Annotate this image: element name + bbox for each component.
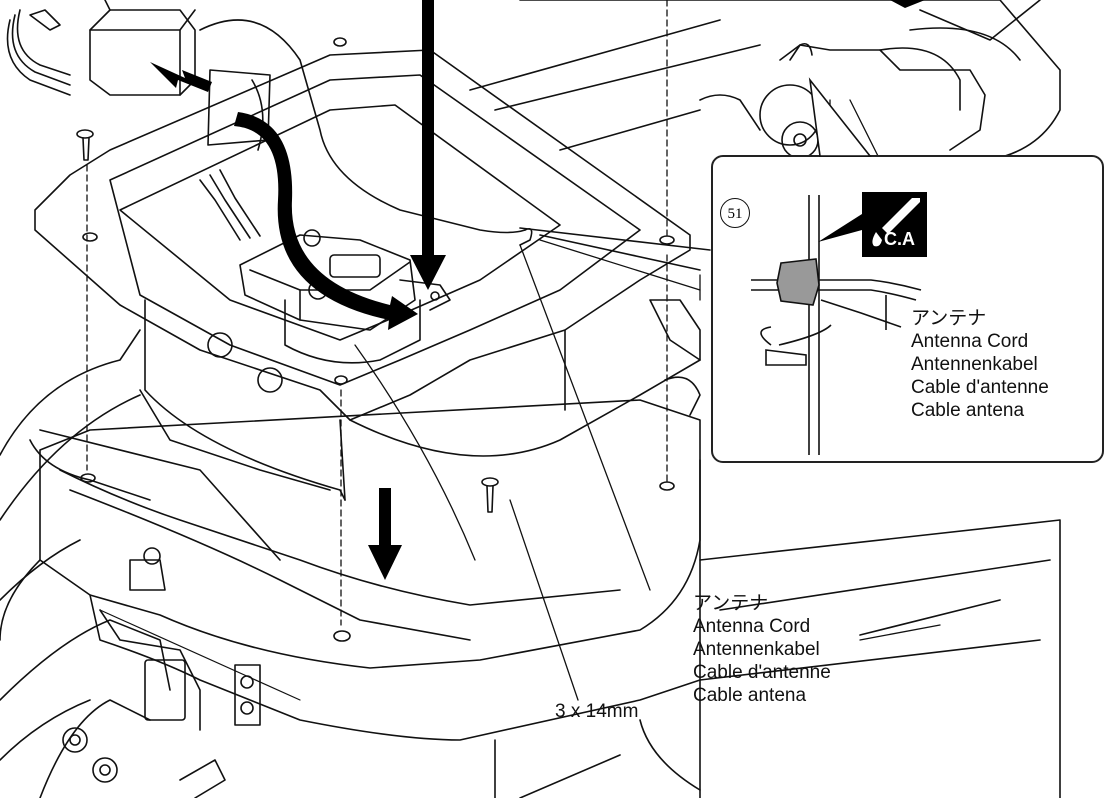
label-fr: Cable d'antenne xyxy=(693,662,831,683)
adhesive-icon xyxy=(872,198,920,247)
label-en: Antenna Cord xyxy=(693,616,811,637)
label-en: Antenna Cord xyxy=(911,331,1029,352)
receiver-box xyxy=(34,37,711,501)
label-jp: アンテナ xyxy=(693,593,769,614)
screw-center xyxy=(481,477,499,513)
chassis-plate xyxy=(39,399,701,741)
adhesive-badge xyxy=(862,192,927,257)
label-fr: Cable d'antenne xyxy=(911,377,1049,398)
antenna-label-main: アンテナ Antenna Cord Antennenkabel Cable d'… xyxy=(693,592,831,707)
callout-pointer xyxy=(808,77,872,157)
adhesive-label: C.A xyxy=(884,229,915,249)
adhesive-pointer xyxy=(818,214,862,242)
cord-clamp xyxy=(776,258,820,306)
receiver-unit xyxy=(6,0,533,246)
leader-lines xyxy=(354,99,941,701)
label-de: Antennenkabel xyxy=(911,354,1038,375)
arrow-down-tray xyxy=(368,488,402,580)
arrow-up-right xyxy=(890,0,925,8)
servo-units xyxy=(199,169,451,364)
antenna-label-inset: アンテナ Antenna Cord Antennenkabel Cable d'… xyxy=(911,307,1049,422)
inset-callout: アンテナ Antenna Cord Antennenkabel Cable d'… xyxy=(711,155,1104,463)
alignment-guides xyxy=(86,0,668,626)
label-jp: アンテナ xyxy=(911,308,987,329)
screw-size-label: 3 x 14mm xyxy=(555,701,639,722)
label-es: Cable antena xyxy=(911,400,1025,421)
part-number-badge: 51 xyxy=(720,198,750,228)
antenna-cord xyxy=(751,279,922,291)
label-es: Cable antena xyxy=(693,685,807,706)
double-sided-tape xyxy=(207,69,271,151)
arrow-receiver-placement xyxy=(150,62,212,92)
arrow-down-main xyxy=(410,0,446,290)
screw-left xyxy=(76,129,94,161)
label-de: Antennenkabel xyxy=(693,639,820,660)
arrow-cable-route xyxy=(234,112,418,330)
front-arm xyxy=(0,547,261,798)
inset-illustration xyxy=(751,195,922,455)
